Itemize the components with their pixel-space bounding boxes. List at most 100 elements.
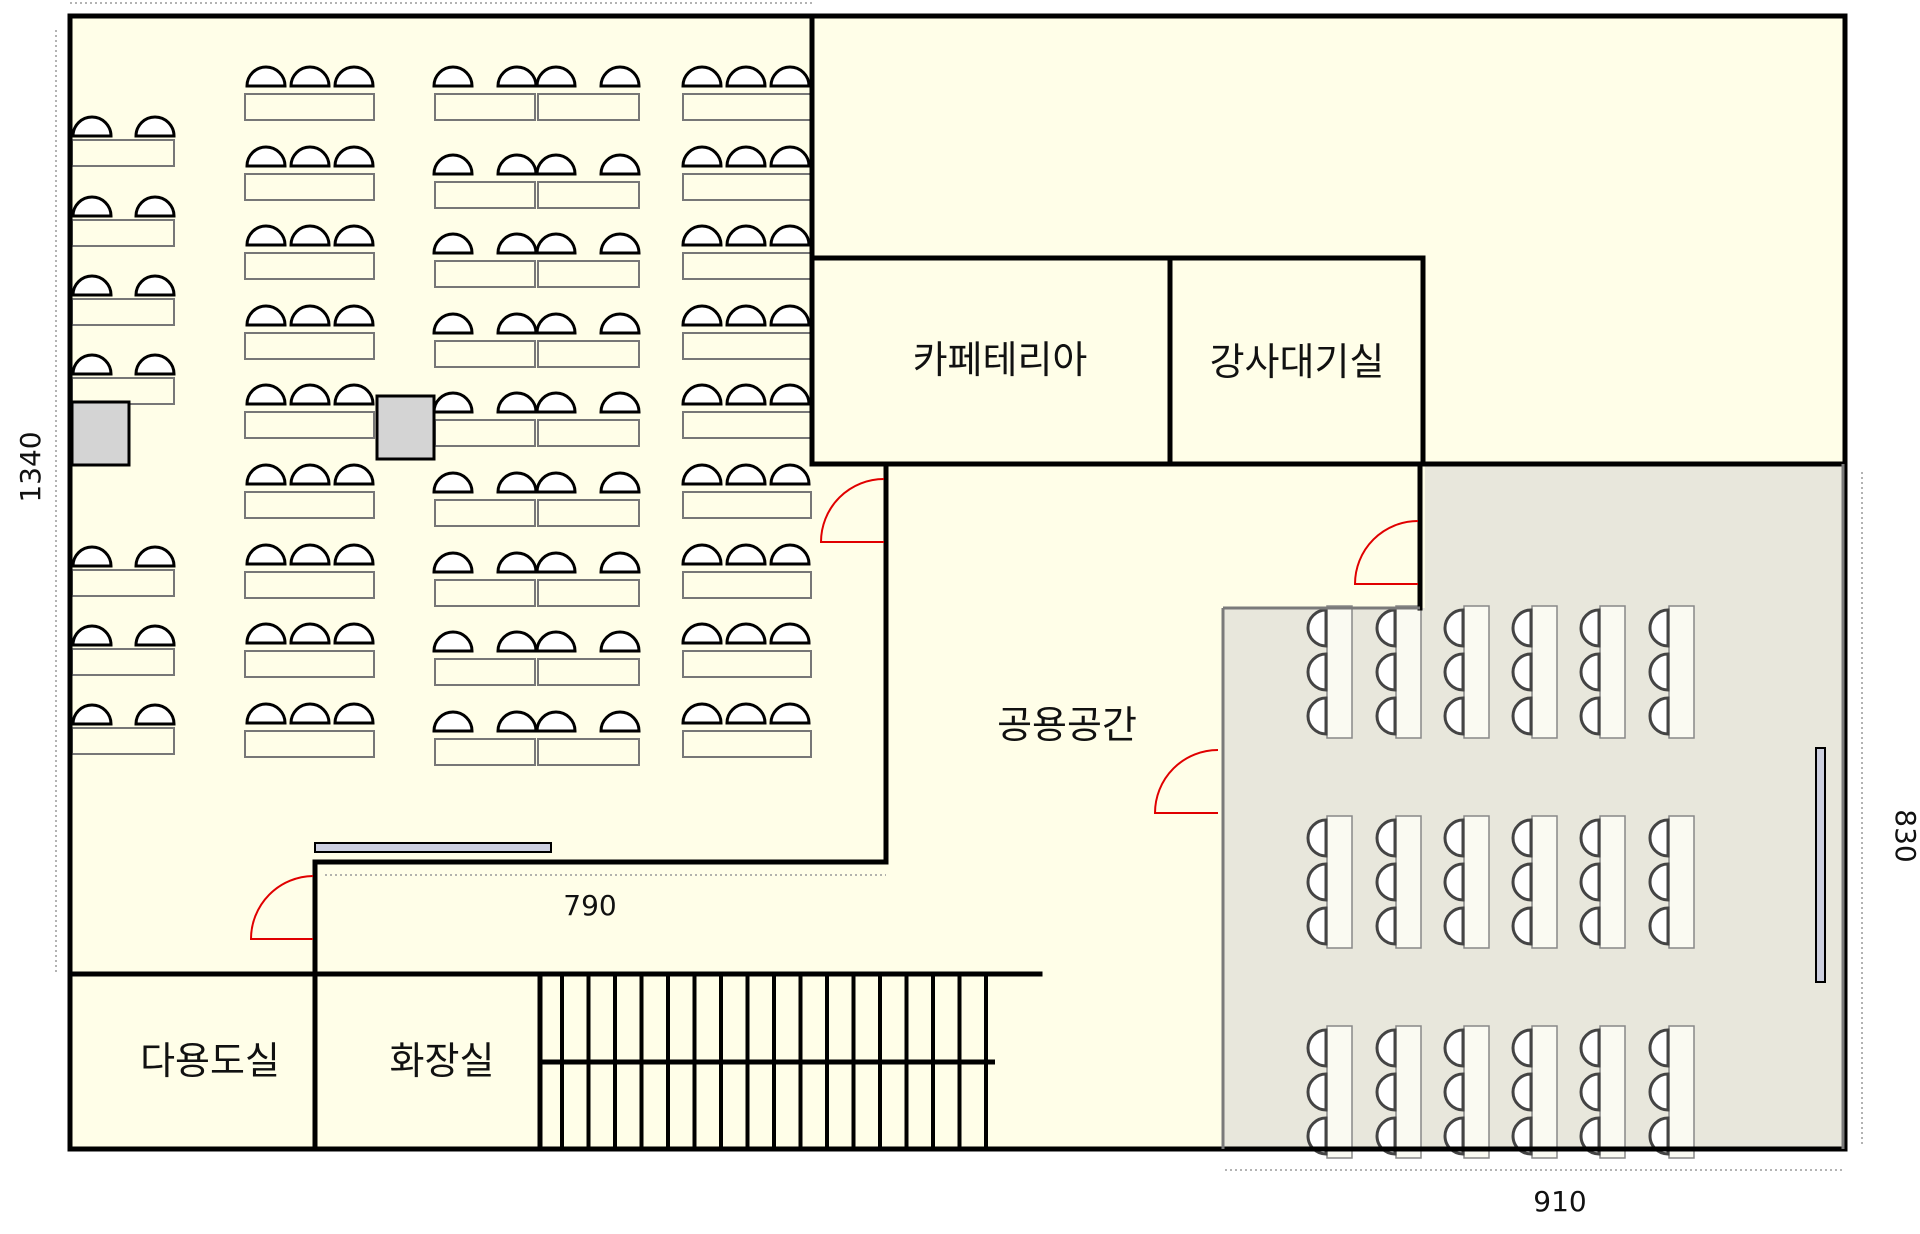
dimension-height-right: 830 bbox=[1889, 809, 1920, 862]
desk bbox=[682, 571, 812, 599]
chair bbox=[1375, 1028, 1397, 1068]
chair bbox=[289, 304, 331, 327]
chair bbox=[134, 115, 176, 138]
chair bbox=[725, 543, 767, 566]
desk bbox=[537, 340, 640, 368]
chair bbox=[71, 195, 113, 218]
chair bbox=[432, 232, 474, 255]
desk bbox=[1326, 815, 1353, 949]
chair bbox=[725, 145, 767, 168]
chair bbox=[769, 304, 811, 327]
chair bbox=[681, 304, 723, 327]
dimension-width-right: 910 bbox=[1533, 1185, 1586, 1218]
chair bbox=[681, 224, 723, 247]
chair bbox=[1648, 818, 1670, 858]
desk bbox=[537, 738, 640, 766]
chair bbox=[1306, 1028, 1328, 1068]
multipurpose-room-label: 다용도실 bbox=[140, 1039, 280, 1083]
chair bbox=[1579, 1072, 1601, 1112]
chair bbox=[1648, 1116, 1670, 1156]
instructor-lounge-label: 강사대기실 bbox=[1210, 340, 1385, 384]
desk bbox=[1531, 1025, 1558, 1159]
chair bbox=[1511, 1072, 1533, 1112]
structural-column bbox=[70, 400, 131, 467]
desk bbox=[71, 139, 175, 167]
desk bbox=[1531, 815, 1558, 949]
chair bbox=[535, 551, 577, 574]
chair bbox=[725, 463, 767, 486]
desk bbox=[434, 419, 536, 447]
chair bbox=[1375, 608, 1397, 648]
chair bbox=[333, 622, 375, 645]
chair bbox=[1375, 906, 1397, 946]
desk bbox=[434, 181, 536, 209]
chair bbox=[1648, 1028, 1670, 1068]
chair bbox=[1648, 652, 1670, 692]
chair bbox=[1306, 818, 1328, 858]
desk bbox=[244, 730, 375, 758]
door-swing bbox=[819, 478, 885, 543]
desk bbox=[682, 252, 812, 280]
chair bbox=[599, 312, 641, 335]
chair bbox=[769, 383, 811, 406]
desk bbox=[1599, 605, 1626, 739]
chair bbox=[769, 65, 811, 88]
desk bbox=[682, 411, 812, 439]
chair bbox=[1579, 608, 1601, 648]
chair bbox=[1306, 906, 1328, 946]
chair bbox=[681, 463, 723, 486]
dimension-width-inner: 790 bbox=[563, 889, 616, 922]
chair bbox=[535, 630, 577, 653]
door-swings bbox=[249, 478, 1419, 940]
chair bbox=[1579, 1028, 1601, 1068]
desk bbox=[434, 340, 536, 368]
desk bbox=[537, 658, 640, 686]
desk bbox=[434, 738, 536, 766]
chair bbox=[1306, 1116, 1328, 1156]
chair bbox=[1511, 906, 1533, 946]
chair bbox=[71, 115, 113, 138]
chair bbox=[681, 622, 723, 645]
lecture-hall-seating bbox=[71, 65, 812, 766]
desk bbox=[434, 260, 536, 288]
desk bbox=[71, 727, 175, 755]
desk bbox=[71, 219, 175, 247]
chair bbox=[289, 65, 331, 88]
chair bbox=[432, 630, 474, 653]
chair bbox=[432, 312, 474, 335]
chair bbox=[725, 622, 767, 645]
chair bbox=[432, 391, 474, 414]
chair bbox=[599, 471, 641, 494]
chair bbox=[725, 702, 767, 725]
chair bbox=[681, 543, 723, 566]
chair bbox=[496, 471, 538, 494]
chair bbox=[134, 624, 176, 647]
chair bbox=[432, 551, 474, 574]
chair bbox=[681, 383, 723, 406]
chair bbox=[1375, 696, 1397, 736]
chair bbox=[1511, 608, 1533, 648]
chair bbox=[1511, 696, 1533, 736]
chair bbox=[535, 710, 577, 733]
desk bbox=[244, 571, 375, 599]
chair bbox=[599, 630, 641, 653]
staircase bbox=[540, 971, 1040, 1149]
chair bbox=[432, 65, 474, 88]
chair bbox=[1443, 1116, 1465, 1156]
chair bbox=[289, 622, 331, 645]
desk bbox=[71, 377, 175, 405]
chair bbox=[1375, 1072, 1397, 1112]
chair bbox=[333, 224, 375, 247]
chair bbox=[289, 224, 331, 247]
chair bbox=[496, 312, 538, 335]
chair bbox=[599, 232, 641, 255]
chair bbox=[535, 471, 577, 494]
desk bbox=[1463, 815, 1490, 949]
chair bbox=[1648, 862, 1670, 902]
chair bbox=[1443, 608, 1465, 648]
desk bbox=[244, 411, 375, 439]
chair bbox=[1443, 1028, 1465, 1068]
chair bbox=[134, 353, 176, 376]
chair bbox=[245, 543, 287, 566]
